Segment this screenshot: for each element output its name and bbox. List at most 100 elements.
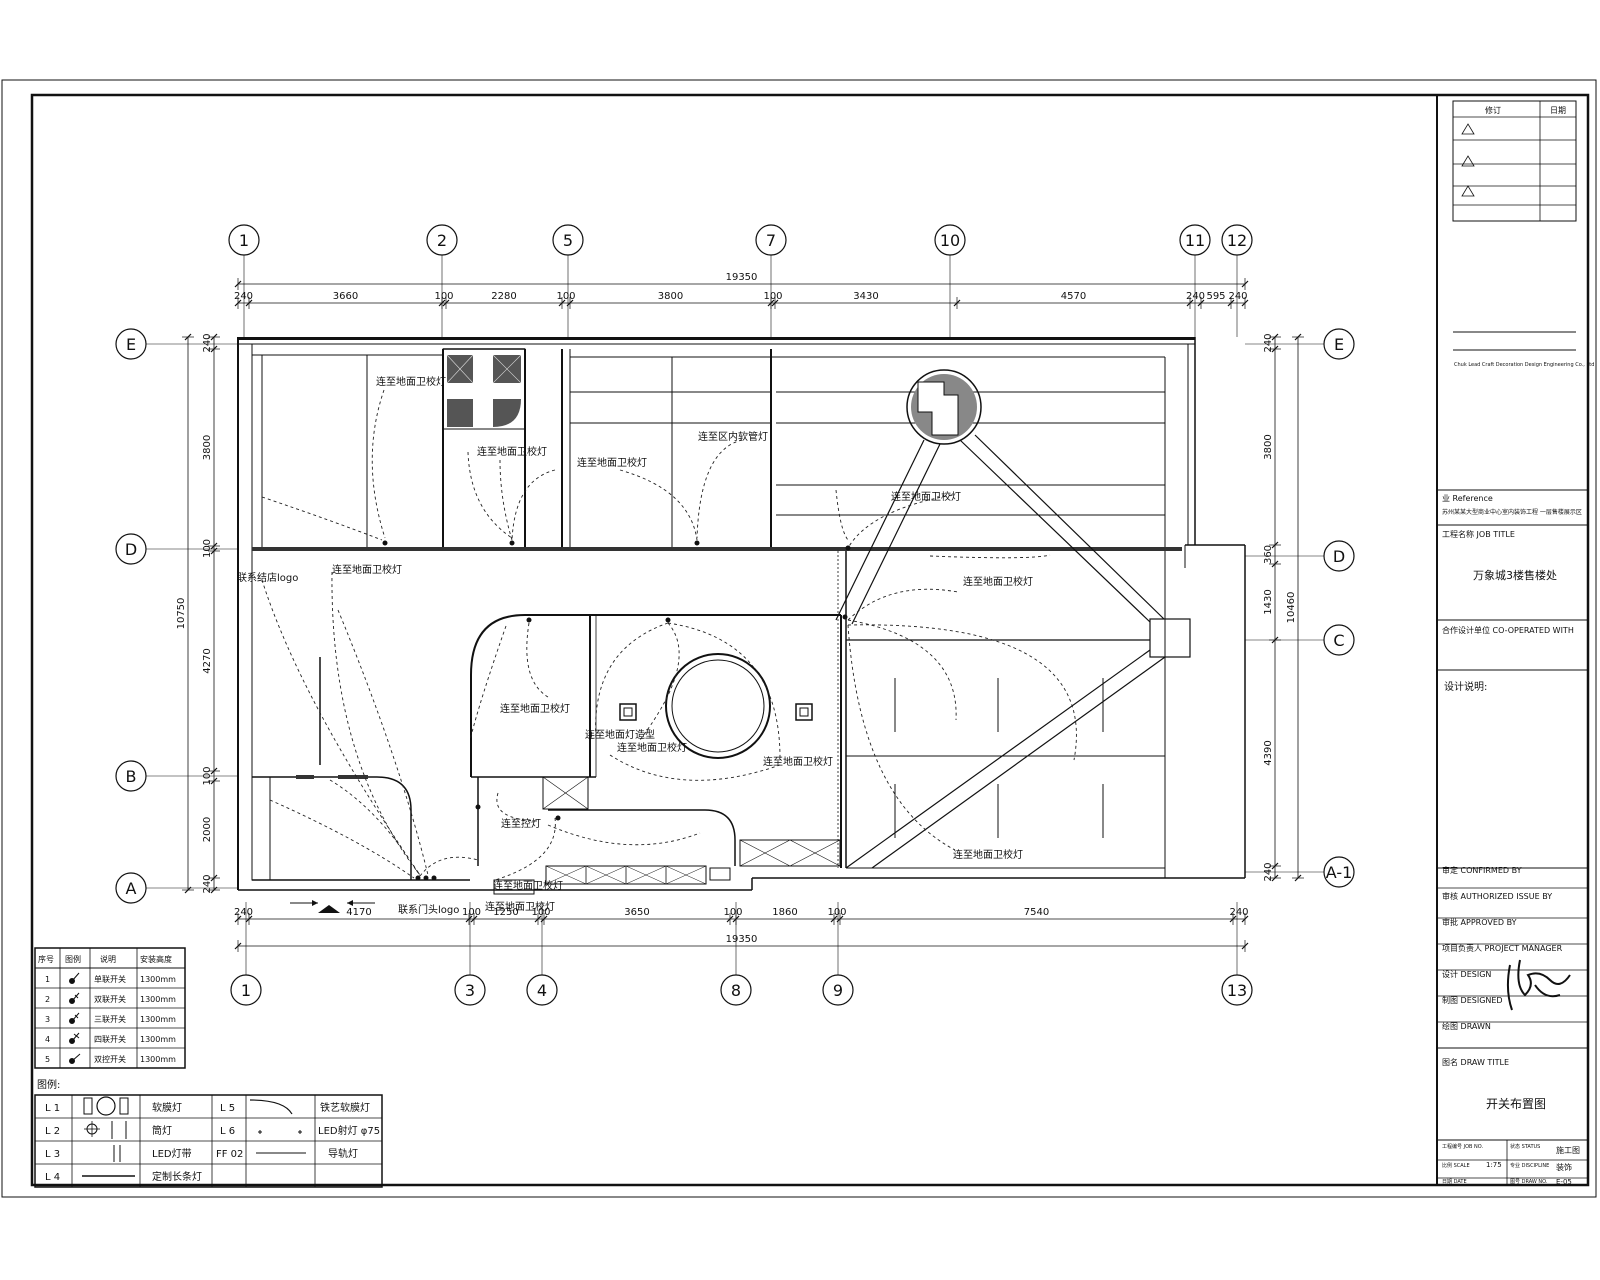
grid-bubble-right-C: C <box>1323 624 1355 656</box>
tb-scale-value: 1:75 <box>1486 1161 1502 1169</box>
svg-text:4270: 4270 <box>202 648 213 673</box>
svg-text:3800: 3800 <box>658 291 683 302</box>
svg-text:360: 360 <box>1263 545 1274 564</box>
sw-r3-h: 1300mm <box>140 1015 176 1024</box>
svg-text:4170: 4170 <box>346 907 371 918</box>
grid-bubble-left-A: A <box>115 872 147 904</box>
legend-d2-2: 导轨灯 <box>328 1147 358 1160</box>
tb-date-header: 日期 <box>1550 106 1566 115</box>
tb-approved: 审批 APPROVED BY <box>1442 917 1517 927</box>
svg-text:1250: 1250 <box>493 907 518 918</box>
tb-project-label: 工程名称 JOB TITLE <box>1442 529 1515 539</box>
sw-r5-no: 5 <box>45 1055 50 1064</box>
tb-scale-label: 比例 SCALE <box>1442 1162 1470 1169</box>
tb-drawing-title-label: 图名 DRAW TITLE <box>1442 1057 1509 1067</box>
grid-bubble-bottom-3: 3 <box>454 974 486 1006</box>
tb-authorized: 审核 AUTHORIZED ISSUE BY <box>1442 891 1552 901</box>
tb-coop-label: 合作设计单位 CO-OPERATED WITH <box>1442 625 1574 635</box>
tb-discipline-label: 专业 DISCIPLINE <box>1510 1162 1549 1169</box>
legend-d1-0: 软膜灯 <box>152 1101 182 1114</box>
wall-row-d <box>252 547 1182 551</box>
svg-text:100: 100 <box>434 291 453 302</box>
grid-bubble-top-10: 10 <box>934 224 966 256</box>
label-l2: 连至地面卫校灯 <box>477 445 547 458</box>
label-l8: 连至地面卫校灯 <box>500 702 570 715</box>
legend-d1-2: LED灯带 <box>152 1148 192 1160</box>
label-l17: 连至地面卫校灯 <box>493 879 563 892</box>
svg-text:100: 100 <box>827 907 846 918</box>
svg-text:E: E <box>126 335 136 354</box>
svg-text:240: 240 <box>1229 907 1248 918</box>
tb-manager: 项目负责人 PROJECT MANAGER <box>1442 943 1563 953</box>
sw-r3-desc: 三联开关 <box>94 1014 126 1024</box>
grid-bubble-right-E: E <box>1323 328 1355 360</box>
sw-h1: 序号 <box>38 954 54 964</box>
tb-project-name: 万象城3楼售楼处 <box>1473 568 1557 582</box>
svg-text:3800: 3800 <box>202 435 213 460</box>
tb-drawn: 绘图 DRAWN <box>1442 1021 1491 1031</box>
label-l13: 连至控灯 <box>501 817 541 830</box>
svg-text:100: 100 <box>763 291 782 302</box>
svg-text:100: 100 <box>723 907 742 918</box>
grid-bubble-left-D: D <box>115 533 147 565</box>
svg-text:2: 2 <box>437 231 447 250</box>
svg-text:C: C <box>1333 631 1344 650</box>
switch-symbol-icon <box>69 972 81 1064</box>
grid-bubble-bottom-9: 9 <box>822 974 854 1006</box>
sheet-inner-border <box>30 93 1590 1187</box>
legend-c2-1: L 6 <box>220 1126 235 1137</box>
legend-c1-2: L 3 <box>45 1149 60 1160</box>
label-l16: 连至地面卫校灯 <box>485 900 555 913</box>
svg-text:1430: 1430 <box>1263 589 1274 614</box>
label-l1: 连至地面卫校灯 <box>376 375 446 388</box>
sw-h2: 图例 <box>65 954 81 964</box>
tb-client-text: 苏州某某大型商业中心室内装饰工程 一层售楼展示区 <box>1442 508 1582 516</box>
svg-text:7: 7 <box>766 231 776 250</box>
label-l11: 连至地面卫校灯 <box>763 755 833 768</box>
tb-design: 设计 DESIGN <box>1442 969 1491 979</box>
svg-text:240: 240 <box>234 291 253 302</box>
grid-bubble-right-D: D <box>1323 540 1355 572</box>
svg-text:3660: 3660 <box>333 291 358 302</box>
svg-text:19350: 19350 <box>726 272 758 283</box>
sw-r1-no: 1 <box>45 975 50 984</box>
building-outline <box>237 337 1246 891</box>
svg-text:7540: 7540 <box>1024 907 1049 918</box>
grid-bubble-right-A-1: A-1 <box>1323 856 1355 888</box>
grid-bubble-left-B: B <box>115 760 147 792</box>
svg-text:13: 13 <box>1227 981 1247 1000</box>
grid-bubble-bottom-13: 13 <box>1221 974 1253 1006</box>
tb-date-label: 日期 DATE <box>1442 1179 1467 1185</box>
svg-text:3430: 3430 <box>853 291 878 302</box>
legend-c1-3: L 4 <box>45 1172 60 1183</box>
svg-text:1: 1 <box>239 231 249 250</box>
svg-text:3800: 3800 <box>1263 434 1274 459</box>
label-l10: 连至地面卫校灯 <box>617 741 687 754</box>
tb-client-label: 业 Reference <box>1442 493 1493 503</box>
svg-text:3650: 3650 <box>624 907 649 918</box>
stair-block <box>442 348 526 430</box>
svg-text:10750: 10750 <box>176 598 187 630</box>
legend-d2-1: LED射灯 φ75 <box>318 1125 380 1137</box>
left-lower-room <box>251 657 470 881</box>
room-labels: 连至地面卫校灯 连至地面卫校灯 连至地面卫校灯 连至区内软管灯 连至地面卫校灯 … <box>237 375 1033 916</box>
sw-r2-desc: 双联开关 <box>94 994 126 1004</box>
tb-notes-label: 设计说明: <box>1444 680 1487 693</box>
grid-bubble-top-2: 2 <box>426 224 458 256</box>
designer-signature <box>1506 959 1571 1011</box>
svg-text:100: 100 <box>556 291 575 302</box>
svg-text:240: 240 <box>234 907 253 918</box>
svg-text:4390: 4390 <box>1263 740 1274 765</box>
svg-text:1860: 1860 <box>772 907 797 918</box>
tb-company: Chuk Lead Craft Decoration Design Engine… <box>1454 362 1594 368</box>
sw-h3: 说明 <box>100 954 116 964</box>
tb-status-label: 状态 STATUS <box>1510 1143 1540 1150</box>
svg-text:240: 240 <box>1186 291 1205 302</box>
sw-r3-no: 3 <box>45 1015 50 1024</box>
svg-text:240: 240 <box>202 333 213 352</box>
